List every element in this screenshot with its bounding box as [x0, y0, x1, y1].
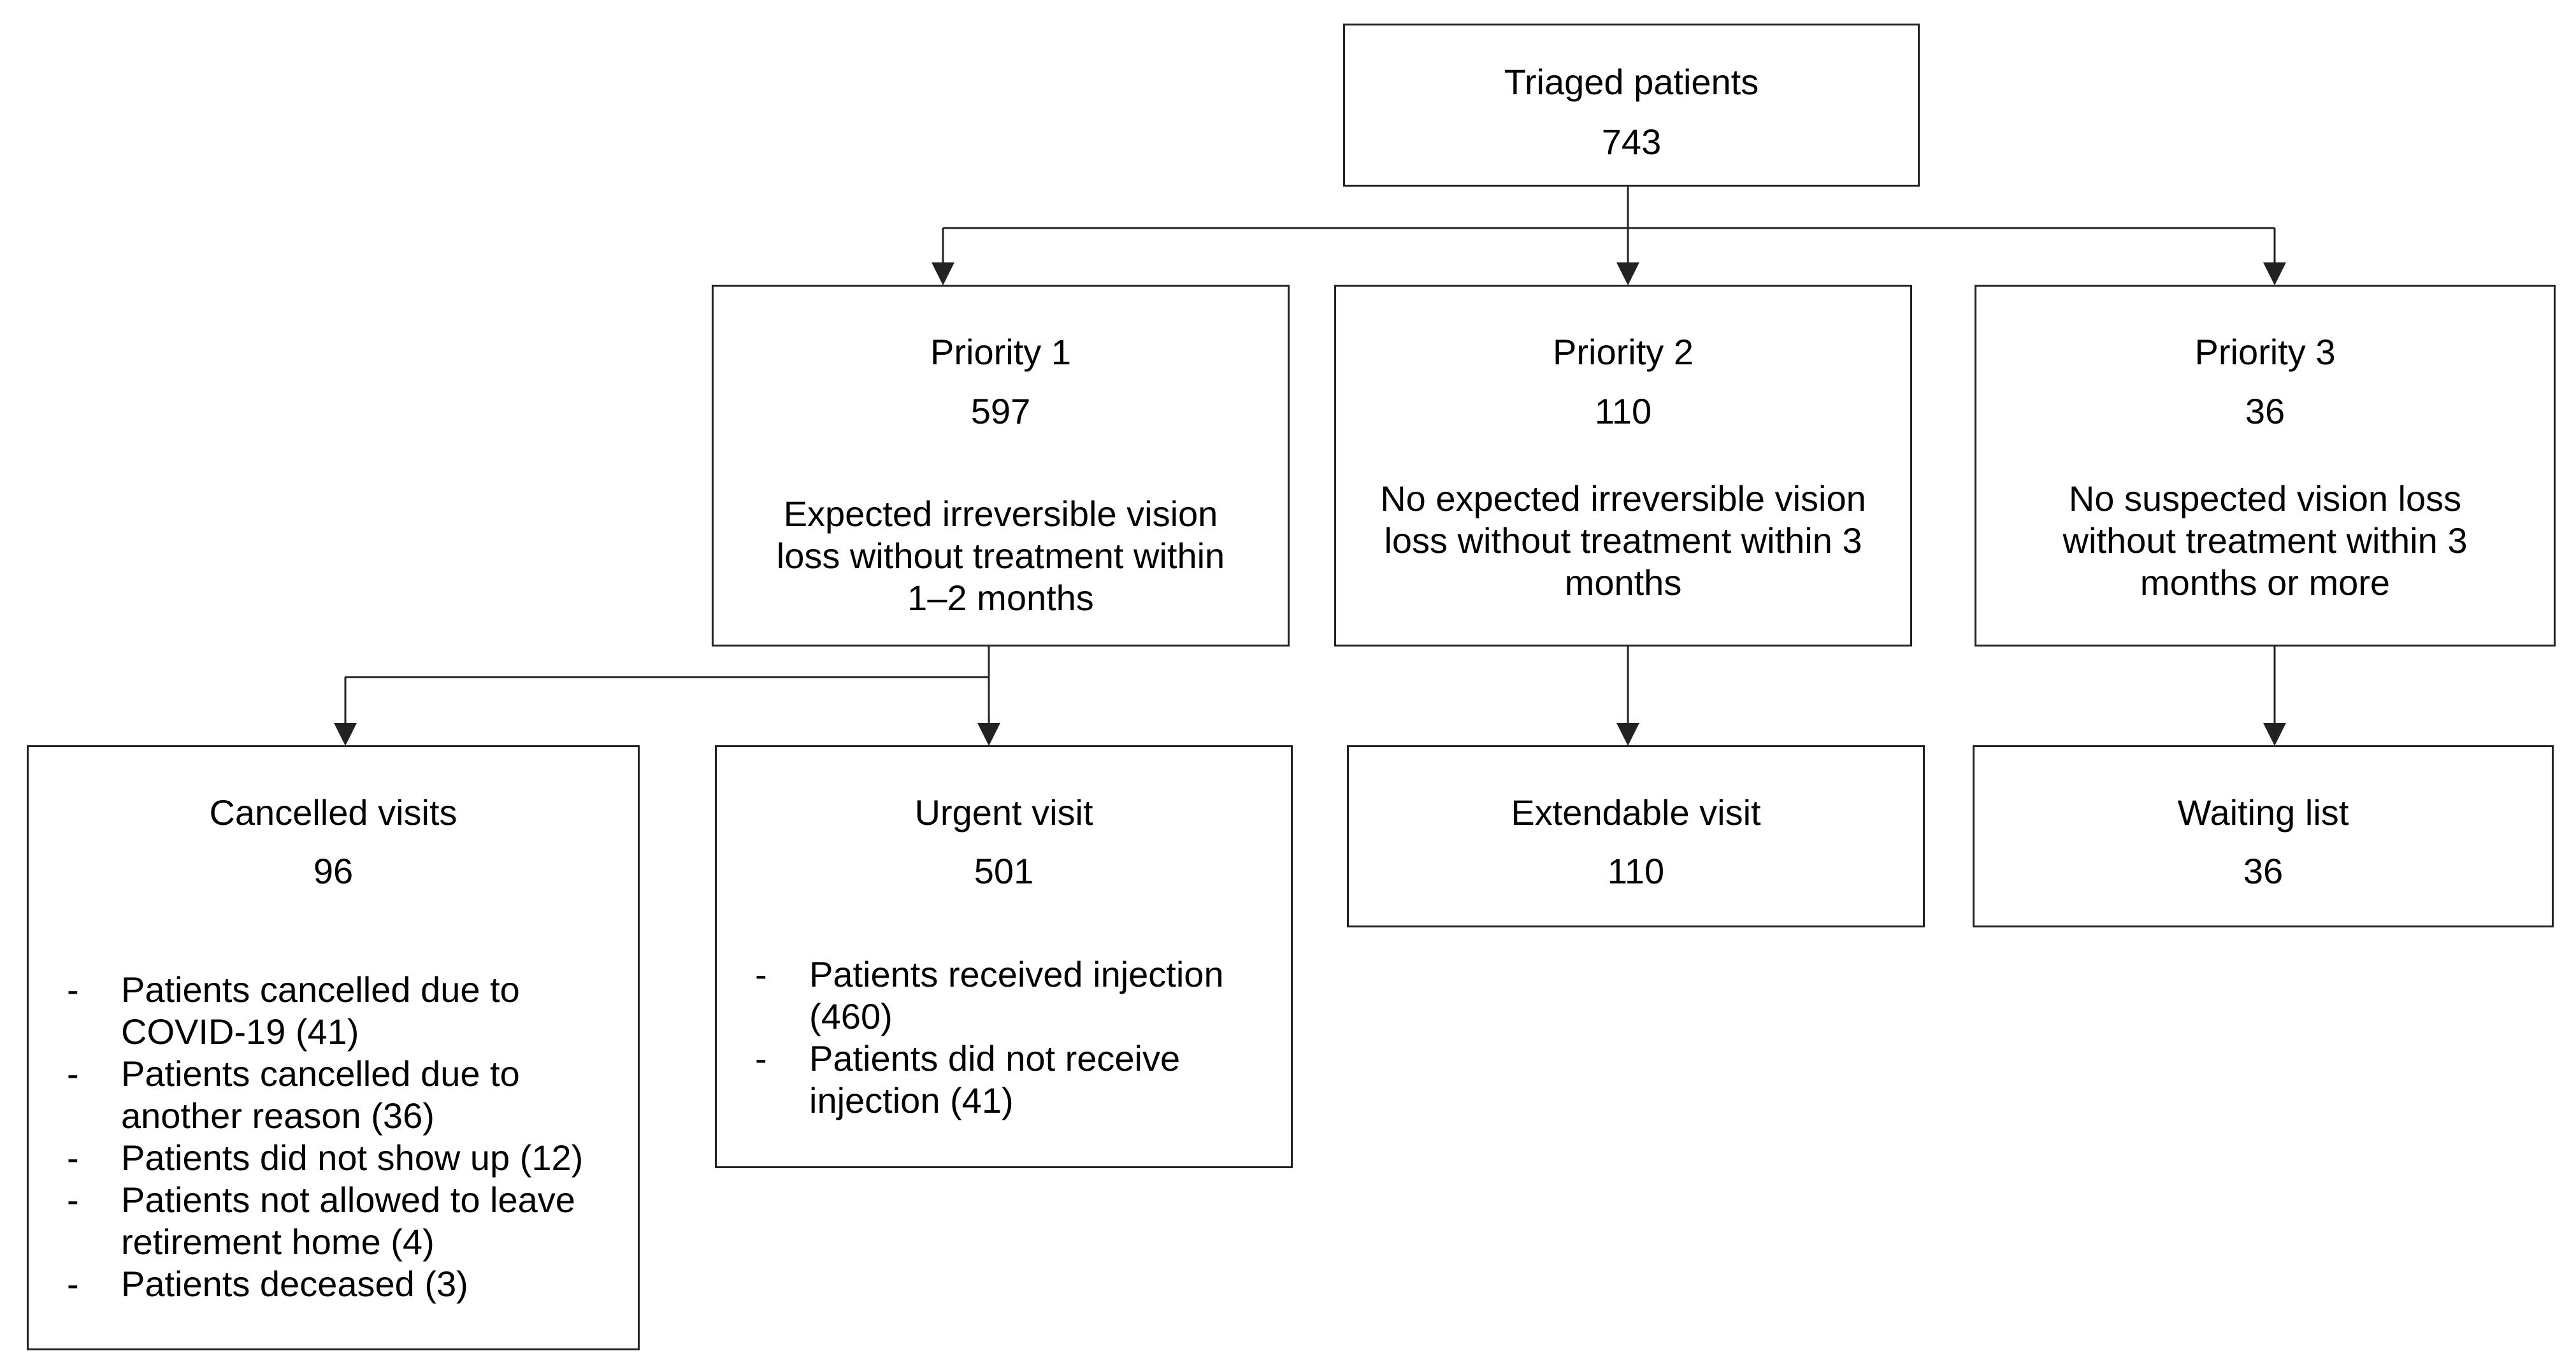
list-item-text: Patients received injection (460)	[809, 954, 1224, 1036]
arrow-cancelled-icon	[334, 723, 357, 746]
list-item: - Patients did not show up (12)	[29, 1137, 602, 1179]
priority-3-description: No suspected vision loss without treatme…	[2062, 478, 2468, 603]
cancelled-visits-list: - Patients cancelled due to COVID-19 (41)…	[29, 969, 602, 1305]
list-item-text: Patients cancelled due to COVID-19 (41)	[121, 969, 520, 1052]
list-item-text: Patients did not show up (12)	[121, 1138, 584, 1178]
list-item: - Patients not allowed to leave retiremen…	[29, 1179, 602, 1263]
list-item: - Patients did not receive injection (41)	[717, 1038, 1258, 1122]
priority-2-count: 110	[1594, 391, 1652, 431]
priority-3-title: Priority 3	[2194, 332, 2336, 372]
extendable-visit-count: 110	[1607, 851, 1665, 891]
bullet-dash: -	[755, 954, 767, 994]
priority-1-title: Priority 1	[930, 332, 1071, 372]
arrow-extendable-icon	[1616, 723, 1639, 746]
bullet-dash: -	[67, 1180, 79, 1220]
priority-3-box: Priority 3 36 No suspected vision loss w…	[1975, 285, 2556, 647]
urgent-visit-title: Urgent visit	[914, 792, 1093, 832]
list-item-text: Patients not allowed to leave retirement…	[121, 1180, 575, 1262]
root-count: 743	[1601, 122, 1662, 162]
bullet-dash: -	[67, 1054, 79, 1094]
waiting-list-count: 36	[2243, 851, 2284, 891]
cancelled-visits-count: 96	[313, 851, 354, 891]
priority-1-count: 597	[970, 391, 1031, 431]
urgent-visit-box: Urgent visit 501 - Patients received inje…	[715, 745, 1293, 1168]
list-item: - Patients cancelled due to COVID-19 (41)	[29, 969, 602, 1053]
arrow-urgent-icon	[977, 723, 1000, 746]
urgent-visit-count: 501	[974, 851, 1034, 891]
priority-3-count: 36	[2245, 391, 2285, 431]
extendable-visit-title: Extendable visit	[1511, 792, 1761, 832]
waiting-list-title: Waiting list	[2177, 792, 2349, 832]
bullet-dash: -	[67, 969, 79, 1010]
list-item: - Patients cancelled due to another reaso…	[29, 1053, 602, 1137]
root-title: Triaged patients	[1504, 62, 1759, 102]
cancelled-visits-title: Cancelled visits	[209, 792, 457, 832]
bullet-dash: -	[67, 1264, 79, 1304]
arrow-priority-2-icon	[1616, 262, 1639, 285]
bullet-dash: -	[755, 1038, 767, 1078]
bullet-dash: -	[67, 1138, 79, 1178]
priority-1-description: Expected irreversible vision loss withou…	[776, 494, 1225, 618]
urgent-visit-list: - Patients received injection (460) - Pati…	[717, 954, 1258, 1122]
extendable-visit-box: Extendable visit 110	[1347, 745, 1925, 927]
priority-2-box: Priority 2 110 No expected irreversible …	[1334, 285, 1912, 647]
list-item: - Patients deceased (3)	[29, 1263, 602, 1305]
arrow-priority-1-icon	[932, 262, 954, 285]
list-item-text: Patients cancelled due to another reason…	[121, 1054, 520, 1136]
list-item: - Patients received injection (460)	[717, 954, 1258, 1038]
cancelled-visits-box: Cancelled visits 96 - Patients cancelled …	[27, 745, 640, 1350]
arrow-waiting-icon	[2263, 723, 2286, 746]
list-item-text: Patients did not receive injection (41)	[809, 1038, 1181, 1120]
arrow-priority-3-icon	[2263, 262, 2286, 285]
root-box: Triaged patients 743	[1343, 24, 1920, 187]
priority-2-title: Priority 2	[1553, 332, 1694, 372]
priority-1-box: Priority 1 597 Expected irreversible vis…	[712, 285, 1290, 647]
list-item-text: Patients deceased (3)	[121, 1264, 468, 1304]
waiting-list-box: Waiting list 36	[1973, 745, 2554, 927]
priority-2-description: No expected irreversible vision loss wit…	[1380, 478, 1866, 603]
